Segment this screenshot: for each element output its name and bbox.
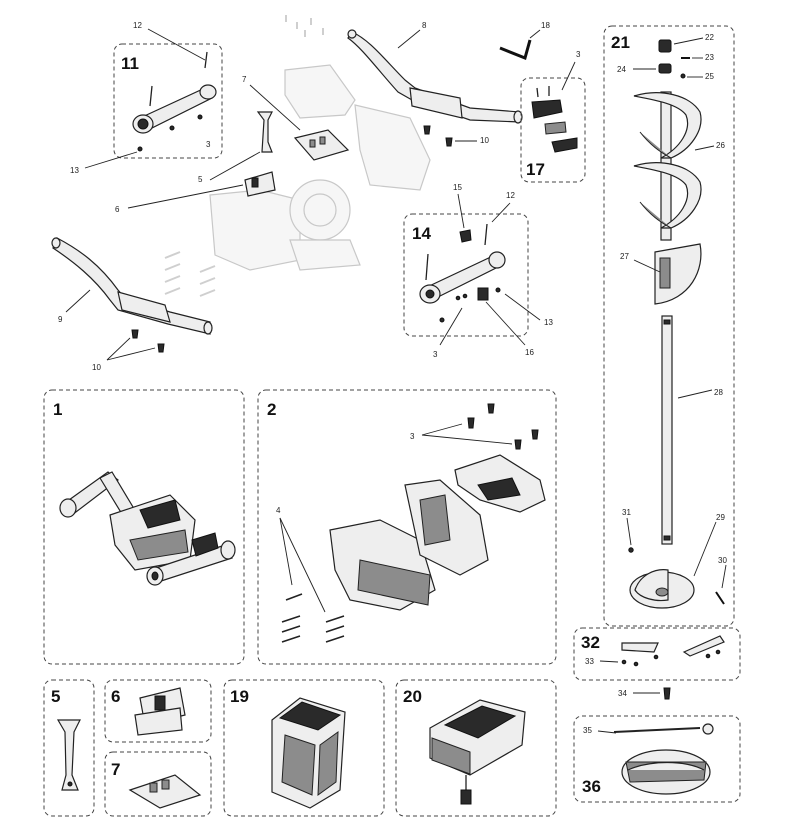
label-3b: 3 (576, 50, 581, 59)
switch-kit-6 (134, 687, 186, 736)
handle-assembly-11 (132, 51, 217, 152)
auger-blade-27 (654, 243, 702, 305)
label-3a: 3 (206, 140, 211, 149)
auger-flighting-26 (633, 91, 702, 241)
control-board-7 (293, 129, 350, 161)
auger-shaft-28 (661, 315, 673, 545)
callout-box-1 (43, 389, 245, 665)
label-18: 18 (541, 21, 550, 30)
label-16: 16 (525, 348, 534, 357)
label-13a: 13 (70, 166, 79, 175)
label-23: 23 (705, 53, 714, 62)
callout-box-7 (104, 751, 212, 817)
callout-box-36 (573, 715, 741, 803)
callout-36: 36 (582, 777, 601, 796)
housing-2 (329, 454, 546, 611)
label-25: 25 (705, 72, 714, 81)
callout-21: 21 (611, 33, 630, 52)
label-35: 35 (583, 726, 592, 735)
label-15: 15 (453, 183, 462, 192)
label-3d: 3 (410, 432, 415, 441)
label-5a: 5 (198, 175, 203, 184)
label-10b: 10 (92, 363, 101, 372)
label-6: 6 (115, 205, 120, 214)
label-12b: 12 (506, 191, 515, 200)
callout-box-2 (257, 389, 557, 665)
callout-box-6 (104, 679, 212, 743)
battery-19 (271, 697, 346, 809)
latch-17 (531, 86, 578, 153)
handle-assembly-14 (419, 223, 506, 323)
label-3c: 3 (433, 350, 438, 359)
label-29: 29 (716, 513, 725, 522)
callout-1: 1 (53, 400, 62, 419)
right-handle-8 (347, 29, 523, 124)
kit-label-6: 6 (111, 687, 120, 706)
callout-box-5 (43, 679, 95, 817)
label-26: 26 (716, 141, 725, 150)
blade-guard-36 (613, 723, 714, 795)
callout-box-11 (113, 43, 223, 159)
callout-11: 11 (121, 54, 139, 73)
kit-label-20: 20 (403, 687, 422, 706)
callout-box-19 (223, 679, 385, 817)
label-33: 33 (585, 657, 594, 666)
label-24: 24 (617, 65, 626, 74)
label-30: 30 (718, 556, 727, 565)
kit-label-19: 19 (230, 687, 249, 706)
callout-2: 2 (267, 400, 276, 419)
label-7: 7 (242, 75, 247, 84)
label-27: 27 (620, 252, 629, 261)
label-12a: 12 (133, 21, 142, 30)
callout-box-20 (395, 679, 557, 817)
callout-17: 17 (526, 160, 545, 179)
trigger-kit-5 (56, 719, 81, 791)
label-34: 34 (618, 689, 627, 698)
control-board-kit-7 (128, 774, 202, 809)
label-13b: 13 (544, 318, 553, 327)
blades-32 (621, 635, 725, 667)
left-handle-9 (51, 237, 213, 335)
auger-cutter-29 (629, 569, 695, 609)
screws-2 (467, 403, 539, 450)
callout-box-21 (603, 25, 735, 627)
powerhead-assembled-1 (59, 471, 236, 586)
switch-6 (244, 171, 276, 197)
kit-label-7: 7 (111, 760, 120, 779)
trigger-5 (256, 111, 273, 153)
label-9: 9 (58, 315, 63, 324)
callout-box-17 (520, 77, 586, 183)
label-4: 4 (276, 506, 281, 515)
label-31: 31 (622, 508, 631, 517)
callout-32: 32 (581, 633, 600, 652)
label-28: 28 (714, 388, 723, 397)
kit-label-5: 5 (51, 687, 60, 706)
label-22: 22 (705, 33, 714, 42)
label-10a: 10 (480, 136, 489, 145)
callout-14: 14 (412, 224, 431, 243)
screws-4 (281, 593, 345, 643)
auger-top-hardware (658, 39, 690, 79)
label-8: 8 (422, 21, 427, 30)
charger-20 (429, 699, 526, 805)
powerhead-exploded-ghost (164, 15, 431, 297)
